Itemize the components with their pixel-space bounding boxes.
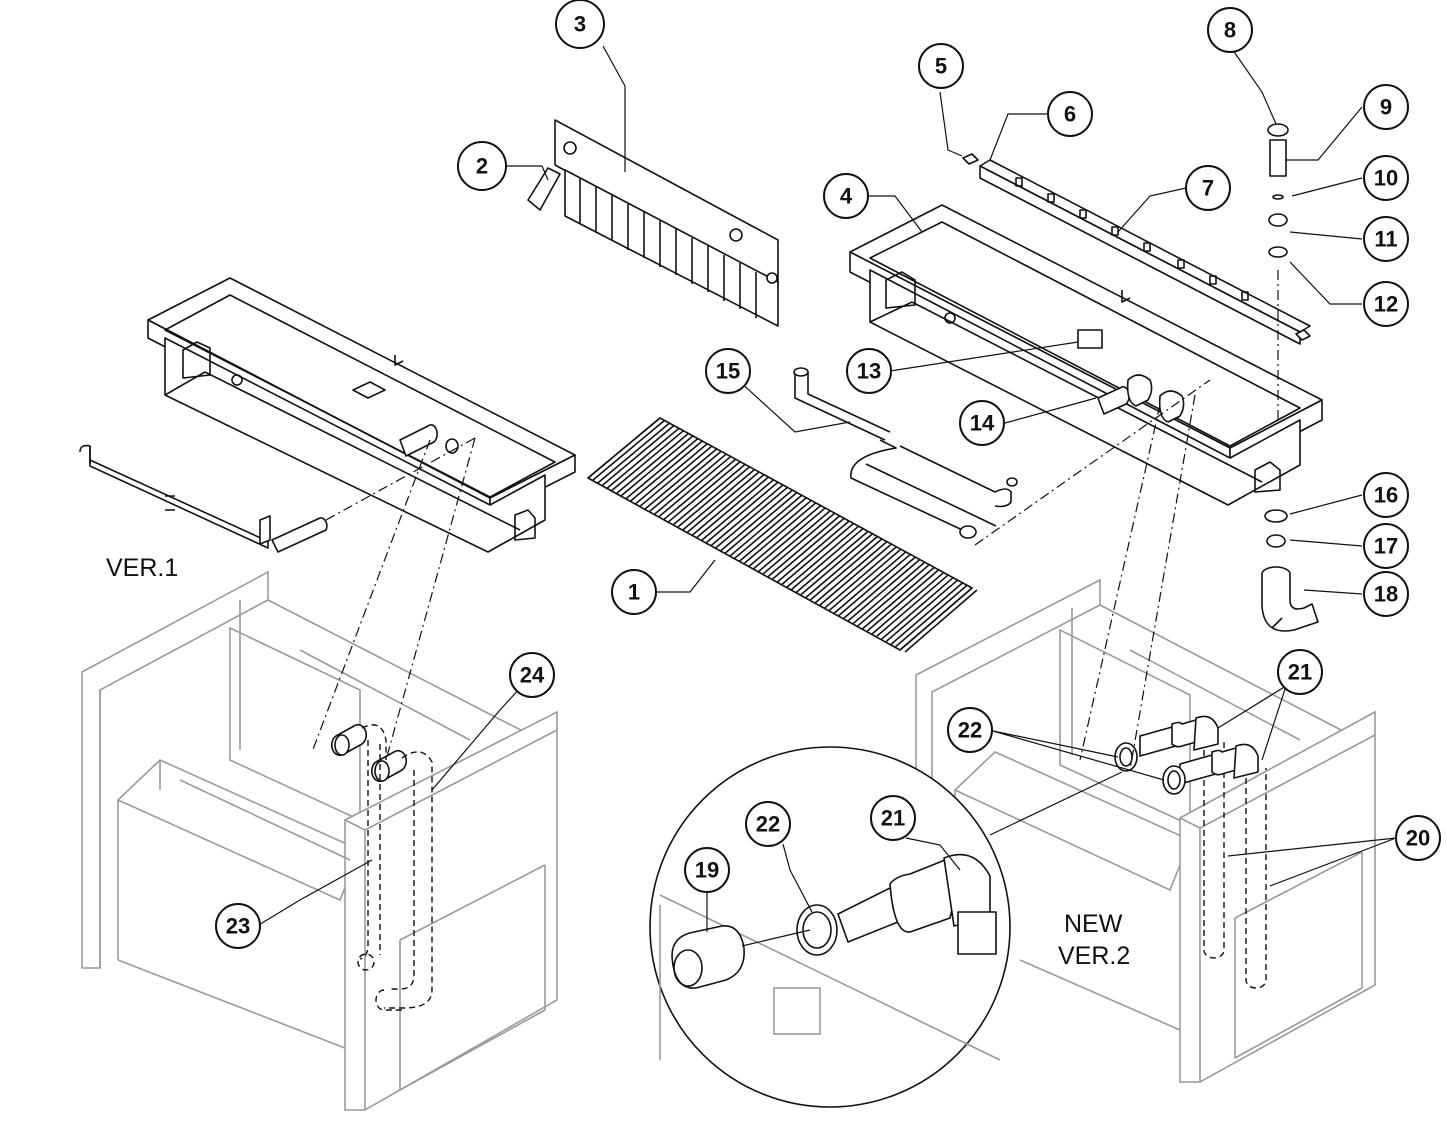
callout-3: 3 bbox=[555, 0, 605, 49]
projection-lines bbox=[311, 379, 1211, 771]
callout-24: 24 bbox=[509, 652, 555, 698]
svg-text:3: 3 bbox=[574, 12, 586, 37]
nozzle-stack bbox=[1267, 123, 1289, 420]
callout-7: 7 bbox=[1185, 165, 1231, 211]
svg-text:22: 22 bbox=[958, 718, 982, 743]
svg-text:9: 9 bbox=[1380, 95, 1392, 120]
callout-4: 4 bbox=[823, 173, 869, 219]
callout-5: 5 bbox=[918, 43, 964, 89]
svg-text:18: 18 bbox=[1374, 582, 1398, 607]
svg-text:10: 10 bbox=[1374, 166, 1398, 191]
cover-assembly-3 bbox=[527, 119, 779, 327]
svg-text:19: 19 bbox=[695, 858, 719, 883]
callout-19: 19 bbox=[684, 847, 730, 893]
svg-text:14: 14 bbox=[970, 411, 995, 436]
callout-10: 10 bbox=[1363, 155, 1409, 201]
callout-21-top: 21 bbox=[1277, 649, 1323, 695]
right-tray bbox=[849, 204, 1323, 506]
svg-text:21: 21 bbox=[1288, 660, 1312, 685]
svg-text:16: 16 bbox=[1374, 483, 1398, 508]
svg-text:24: 24 bbox=[520, 663, 545, 688]
svg-text:13: 13 bbox=[857, 359, 881, 384]
callout-21-detail: 21 bbox=[870, 795, 916, 841]
svg-text:8: 8 bbox=[1224, 18, 1236, 43]
callout-6: 6 bbox=[1047, 91, 1093, 137]
callout-22-top: 22 bbox=[947, 707, 993, 753]
svg-text:11: 11 bbox=[1374, 227, 1397, 252]
callout-17: 17 bbox=[1363, 523, 1409, 569]
svg-text:23: 23 bbox=[226, 914, 250, 939]
callout-23: 23 bbox=[215, 903, 261, 949]
spray-rail bbox=[962, 153, 1311, 345]
svg-text:20: 20 bbox=[1406, 826, 1430, 851]
left-cabinet bbox=[81, 570, 558, 1111]
detail-view bbox=[649, 746, 1123, 1108]
callout-12: 12 bbox=[1363, 281, 1409, 327]
svg-text:15: 15 bbox=[716, 359, 740, 384]
callout-18: 18 bbox=[1363, 571, 1409, 617]
left-drain-pipes bbox=[331, 723, 433, 1011]
svg-text:21: 21 bbox=[881, 806, 905, 831]
callout-2: 2 bbox=[457, 141, 507, 191]
callouts: 1 2 3 4 5 6 7 8 9 10 11 12 13 14 15 16 1… bbox=[215, 0, 1441, 949]
callout-8: 8 bbox=[1207, 7, 1253, 53]
ver1-label: VER.1 bbox=[106, 554, 178, 582]
callout-20: 20 bbox=[1395, 815, 1441, 861]
grid-rack bbox=[587, 417, 978, 653]
svg-text:5: 5 bbox=[935, 54, 947, 79]
callout-1: 1 bbox=[611, 569, 657, 615]
center-pipe-15 bbox=[793, 367, 1018, 539]
svg-text:17: 17 bbox=[1374, 534, 1398, 559]
svg-text:2: 2 bbox=[476, 154, 488, 179]
svg-text:4: 4 bbox=[840, 184, 853, 209]
left-tray bbox=[147, 277, 576, 553]
callout-11: 11 bbox=[1363, 216, 1409, 262]
right-drain-pipes bbox=[1114, 715, 1267, 989]
svg-text:6: 6 bbox=[1064, 102, 1076, 127]
ver2-label-line2: VER.2 bbox=[1058, 942, 1130, 970]
callout-15: 15 bbox=[705, 348, 751, 394]
svg-text:12: 12 bbox=[1374, 292, 1398, 317]
svg-text:1: 1 bbox=[628, 580, 640, 605]
svg-text:7: 7 bbox=[1202, 176, 1214, 201]
callout-14: 14 bbox=[959, 400, 1005, 446]
svg-text:22: 22 bbox=[756, 812, 780, 837]
callout-13: 13 bbox=[846, 348, 892, 394]
ver2-label-line1: NEW bbox=[1064, 910, 1123, 938]
drain-fitting bbox=[1261, 509, 1319, 632]
callout-16: 16 bbox=[1363, 472, 1409, 518]
callout-22-detail: 22 bbox=[745, 801, 791, 847]
version-labels: VER.1 NEW VER.2 bbox=[106, 554, 1130, 970]
callout-9: 9 bbox=[1363, 84, 1409, 130]
leader-lines bbox=[256, 45, 1397, 932]
